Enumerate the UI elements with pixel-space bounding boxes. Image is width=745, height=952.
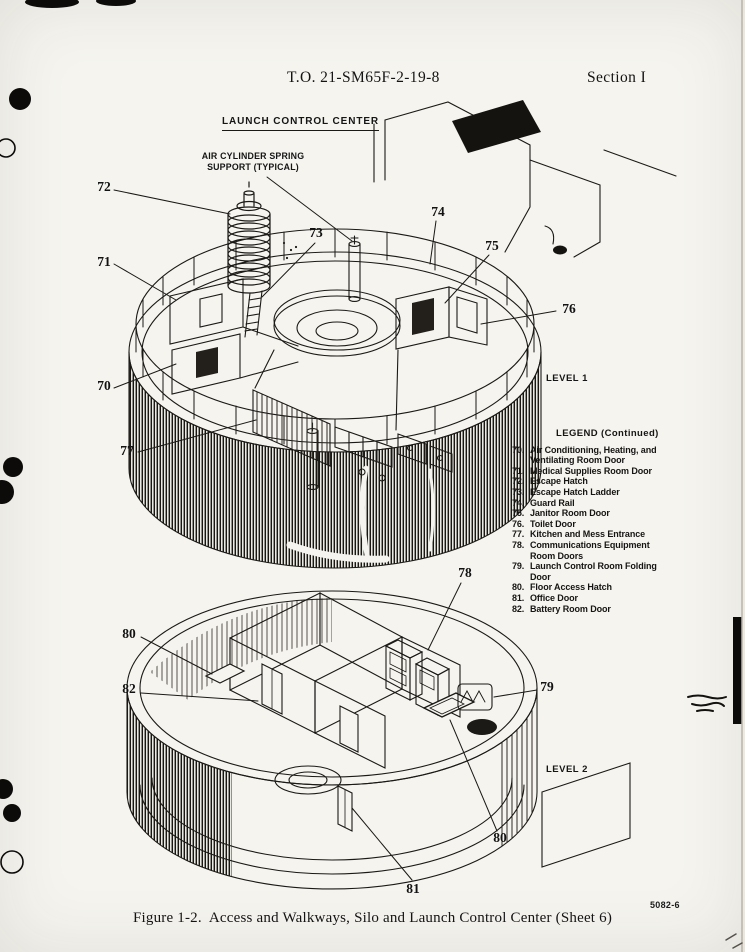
legend-item-number: 70. xyxy=(512,444,525,455)
callout-70: 70 xyxy=(97,378,111,393)
legend-item: 71. Medical Supplies Room Door xyxy=(512,466,698,477)
legend-item-text: Communications Equipment Room Doors xyxy=(530,539,650,561)
legend-item-text: Floor Access Hatch xyxy=(530,582,612,593)
level2-drawing xyxy=(126,590,631,890)
legend-item-text: Air Conditioning, Heating, and Ventilati… xyxy=(530,444,657,466)
callout-81: 81 xyxy=(406,881,420,896)
callout-73: 73 xyxy=(309,225,323,240)
legend-item: 79. Launch Control Room Folding Door xyxy=(512,561,698,582)
callout-80-bottom: 80 xyxy=(493,830,507,845)
callout-76: 76 xyxy=(562,301,576,316)
callout-79: 79 xyxy=(540,679,554,694)
legend-item: 78. Communications Equipment Room Doors xyxy=(512,540,698,561)
legend-item: 77. Kitchen and Mess Entrance xyxy=(512,529,698,540)
legend: LEGEND (Continued) 70. Air Conditioning, … xyxy=(512,428,698,615)
legend-item-number: 79. xyxy=(512,561,525,572)
legend-item: 72. Escape Hatch xyxy=(512,476,698,487)
level1-drawing xyxy=(128,181,542,569)
legend-item-text: Guard Rail xyxy=(530,497,575,508)
section-label: Section I xyxy=(587,69,647,86)
level1-label: LEVEL 1 xyxy=(546,373,588,384)
callout-77: 77 xyxy=(120,443,134,458)
legend-item-number: 80. xyxy=(512,582,525,593)
legend-item: 82. Battery Room Door xyxy=(512,604,698,615)
legend-item: 76. Toilet Door xyxy=(512,519,698,530)
callout-72: 72 xyxy=(97,179,111,194)
legend-item-text: Toilet Door xyxy=(530,518,576,529)
leader-lines-level2 xyxy=(140,582,538,881)
legend-title: LEGEND (Continued) xyxy=(556,428,659,439)
legend-item-text: Kitchen and Mess Entrance xyxy=(530,529,646,540)
doc-number: T.O. 21-SM65F-2-19-8 xyxy=(287,69,440,86)
legend-item-number: 81. xyxy=(512,592,525,603)
legend-item-text: Escape Hatch xyxy=(530,476,588,487)
figure-caption: Figure 1-2. Access and Walkways, Silo an… xyxy=(132,910,613,926)
legend-item-text: Battery Room Door xyxy=(530,603,611,614)
callout-75: 75 xyxy=(485,238,499,253)
legend-item: 75. Janitor Room Door xyxy=(512,508,698,519)
legend-item-text: Janitor Room Door xyxy=(530,508,610,519)
background-structure xyxy=(373,100,677,258)
escape-hatch-spring xyxy=(227,181,271,294)
legend-item: 70. Air Conditioning, Heating, and Ventil… xyxy=(512,445,698,466)
drawing-number: 5082-6 xyxy=(650,900,680,910)
legend-item-number: 74. xyxy=(512,497,525,508)
legend-item-text: Office Door xyxy=(530,592,578,603)
legend-item-number: 75. xyxy=(512,508,525,519)
callout-80-left: 80 xyxy=(122,626,136,641)
legend-item-text: Escape Hatch Ladder xyxy=(530,486,620,497)
legend-item-number: 78. xyxy=(512,539,525,550)
legend-item-text: Launch Control Room Folding Door xyxy=(530,561,657,582)
callout-78: 78 xyxy=(458,565,472,580)
legend-item: 80. Floor Access Hatch xyxy=(512,582,698,593)
leader-lines-level1 xyxy=(113,176,557,453)
legend-item-number: 77. xyxy=(512,529,525,540)
legend-item-number: 72. xyxy=(512,476,525,487)
legend-item: 74. Guard Rail xyxy=(512,498,698,509)
air-cylinder-support-label: AIR CYLINDER SPRING SUPPORT (TYPICAL) xyxy=(201,151,305,172)
callout-74: 74 xyxy=(431,204,445,219)
legend-item: 73. Escape Hatch Ladder xyxy=(512,487,698,498)
legend-item-number: 73. xyxy=(512,486,525,497)
legend-item-number: 76. xyxy=(512,518,525,529)
callout-71: 71 xyxy=(97,254,111,269)
level2-label: LEVEL 2 xyxy=(546,764,588,775)
callout-82: 82 xyxy=(122,681,136,696)
legend-item-number: 71. xyxy=(512,465,525,476)
legend-item-text: Medical Supplies Room Door xyxy=(530,465,652,476)
legend-item: 81. Office Door xyxy=(512,593,698,604)
legend-item-number: 82. xyxy=(512,603,525,614)
launch-control-center-label: LAUNCH CONTROL CENTER xyxy=(222,116,380,131)
